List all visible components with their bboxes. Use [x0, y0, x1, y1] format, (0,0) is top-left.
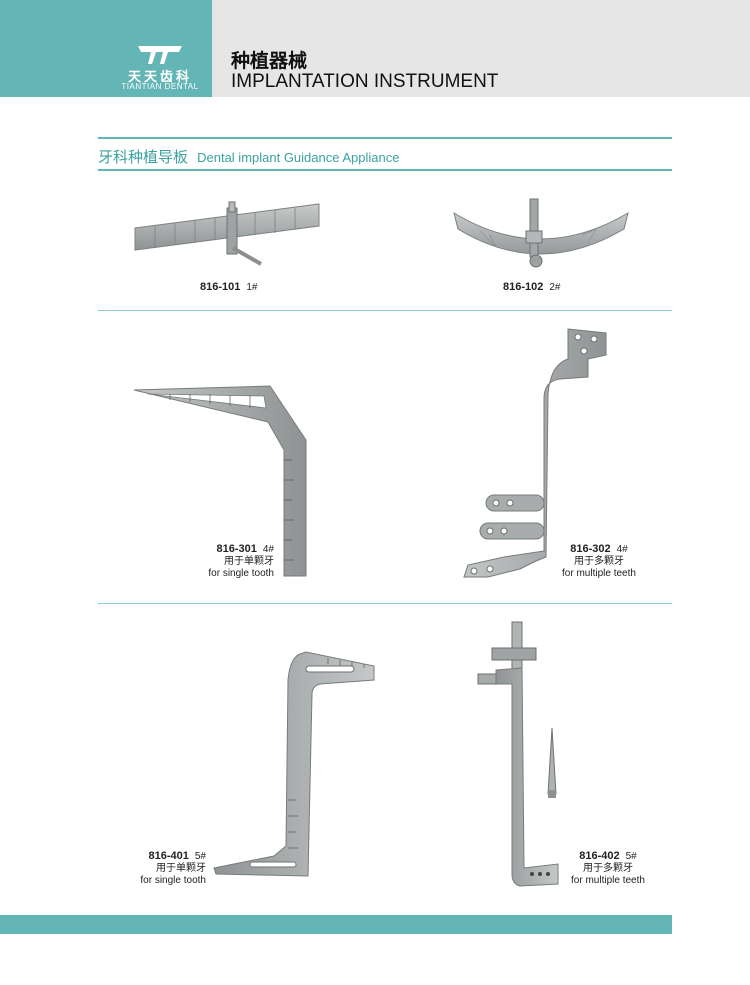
header-title-en: IMPLANTATION INSTRUMENT	[231, 71, 499, 92]
product-use-en: for multiple teeth	[562, 568, 636, 579]
product-image-816-402	[476, 618, 570, 888]
product-num: 2#	[549, 282, 561, 293]
row-divider-1	[98, 310, 672, 311]
caption-816-402: 816-402 5# 用于多颗牙 for multiple teeth	[566, 850, 650, 887]
footer-bar	[0, 915, 672, 934]
product-num: 1#	[246, 282, 258, 293]
section-title-en: Dental implant Guidance Appliance	[197, 150, 400, 165]
section-line-top	[98, 137, 672, 139]
section-title: 牙科种植导板 Dental implant Guidance Appliance	[98, 146, 399, 167]
product-use-en: for single tooth	[208, 568, 274, 579]
section-title-cn: 牙科种植导板	[98, 148, 189, 166]
product-num: 5#	[194, 851, 206, 862]
product-use-en: for multiple teeth	[571, 875, 645, 886]
section-line-bottom	[98, 169, 672, 171]
product-use-cn: 用于多颗牙	[583, 863, 633, 874]
header-title-cn: 种植器械	[231, 50, 308, 72]
product-use-cn: 用于多颗牙	[574, 556, 624, 567]
product-image-816-301	[130, 380, 310, 580]
product-code: 816-402	[579, 850, 620, 862]
product-code: 816-102	[503, 281, 544, 293]
caption-816-102: 816-102 2#	[503, 281, 561, 294]
product-code: 816-302	[570, 543, 611, 555]
brand-name-cn: 天天齿科	[127, 70, 192, 85]
product-image-816-102	[450, 195, 632, 275]
product-image-816-101	[133, 198, 323, 270]
product-use-cn: 用于单颗牙	[156, 863, 206, 874]
product-use-en: for single tooth	[140, 875, 206, 886]
caption-816-302: 816-302 4# 用于多颗牙 for multiple teeth	[558, 543, 640, 580]
product-code: 816-401	[148, 850, 189, 862]
product-code: 816-101	[200, 281, 241, 293]
product-num: 5#	[625, 851, 637, 862]
caption-816-101: 816-101 1#	[200, 281, 258, 294]
brand-name-en: TIANTIAN DENTAL	[121, 82, 199, 91]
header-bar	[212, 0, 750, 97]
product-image-816-401	[210, 650, 378, 882]
caption-816-401: 816-401 5# 用于单颗牙 for single tooth	[124, 850, 206, 887]
product-num: 4#	[262, 544, 274, 555]
row-divider-2	[98, 603, 672, 604]
product-image-816-302	[460, 325, 612, 580]
logo-block	[0, 0, 212, 97]
caption-816-301: 816-301 4# 用于单颗牙 for single tooth	[196, 543, 274, 580]
product-code: 816-301	[216, 543, 257, 555]
product-use-cn: 用于单颗牙	[224, 556, 274, 567]
tooth-logo-icon	[138, 46, 182, 64]
product-num: 4#	[616, 544, 628, 555]
